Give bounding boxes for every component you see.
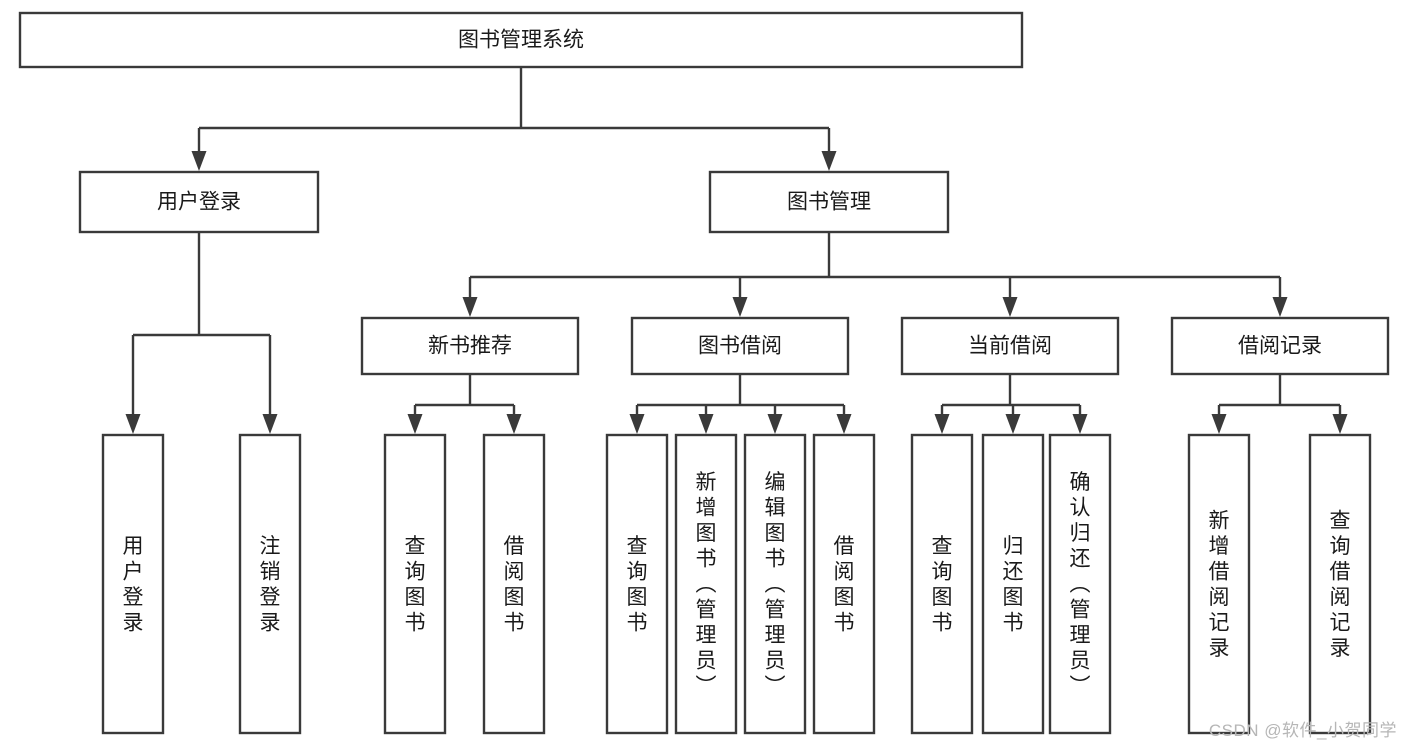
arrow-head-icon [934, 414, 950, 434]
node-leaf-borrow-book-2[interactable]: 借阅图书 [812, 433, 876, 735]
node-box-leaf-add-record[interactable] [1187, 433, 1251, 735]
node-book-borrow[interactable]: 图书借阅 [630, 316, 850, 376]
node-box-leaf-return-book[interactable] [981, 433, 1045, 735]
node-leaf-user-login[interactable]: 用户登录 [101, 433, 165, 735]
node-label-leaf-user-login: 用户登录 [123, 535, 144, 635]
node-leaf-query-record[interactable]: 查询借阅记录 [1308, 433, 1372, 735]
node-box-leaf-borrow-book-2[interactable] [812, 433, 876, 735]
connector-group-new-book-rec [407, 374, 522, 434]
node-leaf-borrow-book-1[interactable]: 借阅图书 [482, 433, 546, 735]
node-root[interactable]: 图书管理系统 [18, 11, 1024, 69]
node-label-root: 图书管理系统 [458, 29, 584, 52]
node-box-leaf-add-book[interactable] [674, 433, 738, 735]
connector-group-book-manage [462, 232, 1288, 317]
node-new-book-rec[interactable]: 新书推荐 [360, 316, 580, 376]
node-box-leaf-query-book-2[interactable] [605, 433, 669, 735]
connector-group-user-login [125, 232, 278, 434]
node-label-leaf-query-book-1: 查询图书 [405, 535, 426, 635]
arrow-head-icon [1211, 414, 1227, 434]
node-box-root[interactable] [18, 11, 1024, 69]
node-leaf-query-book-1[interactable]: 查询图书 [383, 433, 447, 735]
node-leaf-query-book-2[interactable]: 查询图书 [605, 433, 669, 735]
arrow-head-icon [407, 414, 423, 434]
connector-group-root [191, 67, 837, 171]
node-label-leaf-add-record: 新增借阅记录 [1209, 509, 1230, 660]
node-current-borrow[interactable]: 当前借阅 [900, 316, 1120, 376]
watermark-label: CSDN @软件_小贺同学 [1208, 721, 1397, 740]
arrow-head-icon [1005, 414, 1021, 434]
node-label-borrow-record: 借阅记录 [1238, 335, 1322, 358]
node-box-book-borrow[interactable] [630, 316, 850, 376]
node-label-user-login: 用户登录 [157, 191, 241, 214]
node-box-leaf-query-book-3[interactable] [910, 433, 974, 735]
node-box-leaf-logout[interactable] [238, 433, 302, 735]
node-box-leaf-confirm-return[interactable] [1048, 433, 1112, 735]
node-label-new-book-rec: 新书推荐 [428, 335, 512, 358]
arrow-head-icon [191, 151, 207, 171]
arrow-head-icon [1072, 414, 1088, 434]
node-user-login[interactable]: 用户登录 [78, 170, 320, 234]
node-label-leaf-edit-book: 编辑图书︵管理员︶ [765, 471, 786, 698]
node-label-leaf-logout: 注销登录 [260, 535, 281, 635]
node-leaf-edit-book[interactable]: 编辑图书︵管理员︶ [743, 433, 807, 735]
node-leaf-add-book[interactable]: 新增图书︵管理员︶ [674, 433, 738, 735]
node-box-book-manage[interactable] [708, 170, 950, 234]
node-box-user-login[interactable] [78, 170, 320, 234]
node-box-new-book-rec[interactable] [360, 316, 580, 376]
node-leaf-logout[interactable]: 注销登录 [238, 433, 302, 735]
arrow-head-icon [698, 414, 714, 434]
node-box-leaf-borrow-book-1[interactable] [482, 433, 546, 735]
node-book-manage[interactable]: 图书管理 [708, 170, 950, 234]
arrow-head-icon [262, 414, 278, 434]
arrow-head-icon [1332, 414, 1348, 434]
node-label-leaf-add-book: 新增图书︵管理员︶ [696, 471, 717, 698]
arrow-head-icon [1272, 297, 1288, 317]
arrow-head-icon [767, 414, 783, 434]
node-box-borrow-record[interactable] [1170, 316, 1390, 376]
arrow-head-icon [732, 297, 748, 317]
arrow-head-icon [462, 297, 478, 317]
node-box-leaf-edit-book[interactable] [743, 433, 807, 735]
arrow-head-icon [836, 414, 852, 434]
node-label-leaf-borrow-book-2: 借阅图书 [834, 535, 855, 635]
node-box-leaf-user-login[interactable] [101, 433, 165, 735]
node-box-leaf-query-book-1[interactable] [383, 433, 447, 735]
connector-group-book-borrow [629, 374, 852, 434]
node-label-leaf-query-book-2: 查询图书 [627, 535, 648, 635]
node-box-leaf-query-record[interactable] [1308, 433, 1372, 735]
node-leaf-confirm-return[interactable]: 确认归还︵管理员︶ [1048, 433, 1112, 735]
node-label-book-manage: 图书管理 [787, 191, 871, 214]
node-label-leaf-query-record: 查询借阅记录 [1330, 509, 1351, 660]
arrow-head-icon [125, 414, 141, 434]
arrow-head-icon [821, 151, 837, 171]
connector-group-current-borrow [934, 374, 1088, 434]
node-leaf-add-record[interactable]: 新增借阅记录 [1187, 433, 1251, 735]
node-box-current-borrow[interactable] [900, 316, 1120, 376]
connector-group-borrow-record [1211, 374, 1348, 434]
node-borrow-record[interactable]: 借阅记录 [1170, 316, 1390, 376]
arrow-head-icon [1002, 297, 1018, 317]
arrow-head-icon [506, 414, 522, 434]
node-leaf-query-book-3[interactable]: 查询图书 [910, 433, 974, 735]
node-label-leaf-confirm-return: 确认归还︵管理员︶ [1070, 471, 1091, 698]
node-leaf-return-book[interactable]: 归还图书 [981, 433, 1045, 735]
node-label-leaf-borrow-book-1: 借阅图书 [504, 535, 525, 635]
arrow-head-icon [629, 414, 645, 434]
node-label-leaf-return-book: 归还图书 [1003, 535, 1024, 635]
node-label-book-borrow: 图书借阅 [698, 335, 782, 358]
node-label-current-borrow: 当前借阅 [968, 335, 1052, 358]
node-layer: 图书管理系统用户登录图书管理新书推荐图书借阅当前借阅借阅记录用户登录注销登录查询… [18, 11, 1390, 735]
node-label-leaf-query-book-3: 查询图书 [932, 535, 953, 635]
connector-layer [125, 67, 1348, 434]
